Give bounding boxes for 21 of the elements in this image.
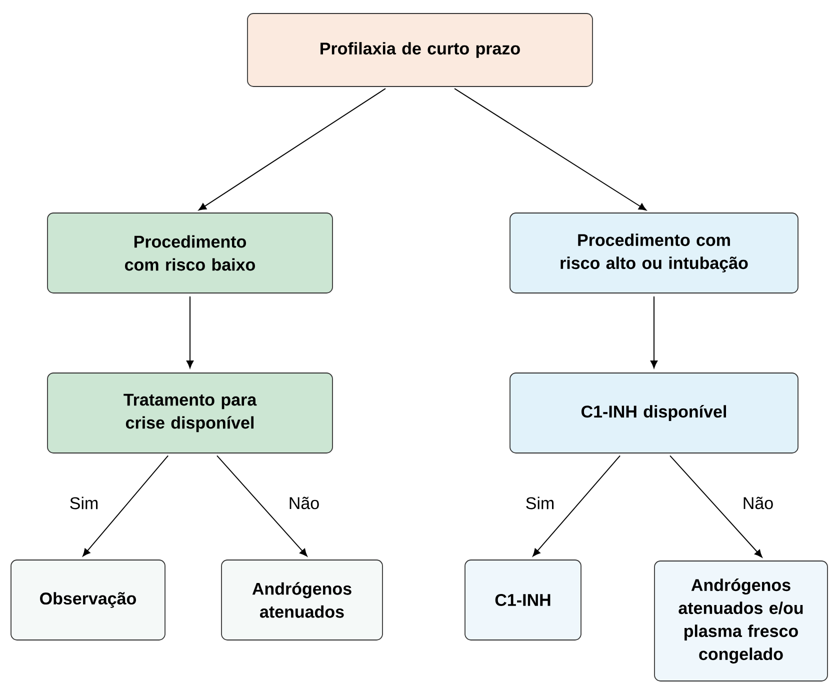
process-box: Profilaxia de curto prazo [247, 13, 593, 87]
arrow [532, 455, 621, 556]
arrow [198, 88, 386, 210]
process-box: Andrógenos atenuados e/ou plasma fresco congelado [654, 560, 828, 682]
edge-label: Não [290, 496, 319, 510]
process-box: C1-INH disponível [510, 372, 798, 454]
arrow [82, 455, 169, 556]
process-box: Andrógenos atenuados [221, 560, 383, 640]
edge-label: Sim [526, 496, 554, 510]
arrow [454, 88, 646, 210]
arrow [186, 296, 194, 368]
process-box: Tratamento para crise disponível [47, 372, 333, 454]
process-box: Procedimento com risco alto ou intubação [510, 212, 798, 294]
arrow [650, 296, 658, 368]
arrow [670, 455, 762, 558]
arrow [216, 455, 308, 556]
process-box: Procedimento com risco baixo [47, 212, 333, 294]
process-box: C1-INH [464, 560, 582, 640]
edge-label: Sim [70, 496, 98, 510]
edge-label: Não [744, 496, 773, 510]
process-box: Observação [10, 560, 166, 640]
